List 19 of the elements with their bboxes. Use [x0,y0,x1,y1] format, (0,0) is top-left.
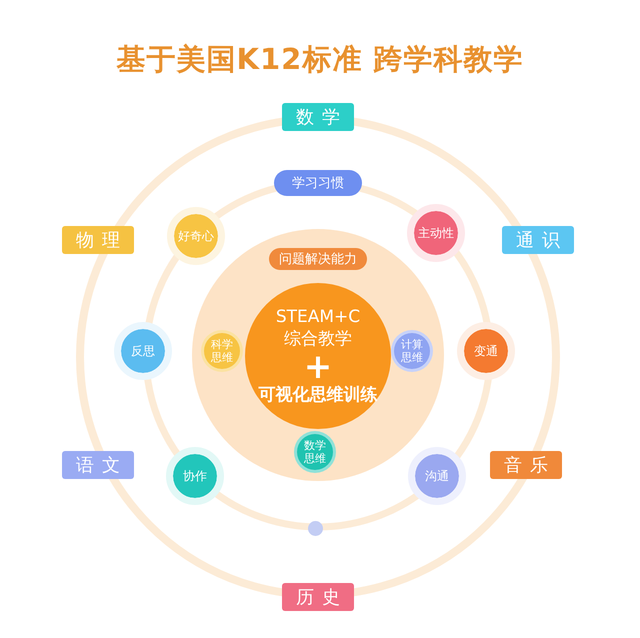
skill-circle: 主动性 [407,204,465,262]
title: 基于美国K12标准 跨学科教学 [116,41,524,78]
center-text: 可视化思维训练 [258,384,378,406]
subject-badge: 语文 [62,451,134,479]
subject-badge: 通识 [502,226,574,254]
subject-badge: 数学 [282,103,354,131]
plus-sign: + [304,350,332,384]
subject-badge: 物理 [62,226,134,254]
skill-circle: 协作 [166,447,224,505]
skill-pill: 问题解决能力 [269,248,367,270]
center-text: STEAM+C 综合教学 [274,306,362,350]
dot-marker [308,520,322,536]
subject-badge: 音乐 [490,451,562,479]
subject-badge: 历史 [282,583,354,611]
skill-circle: 变通 [457,322,515,380]
skill-circle: 好奇心 [167,207,225,265]
skill-circle: 反思 [114,322,172,380]
skill-pill: 学习习惯 [274,170,362,196]
skill-circle: 沟通 [408,447,466,505]
